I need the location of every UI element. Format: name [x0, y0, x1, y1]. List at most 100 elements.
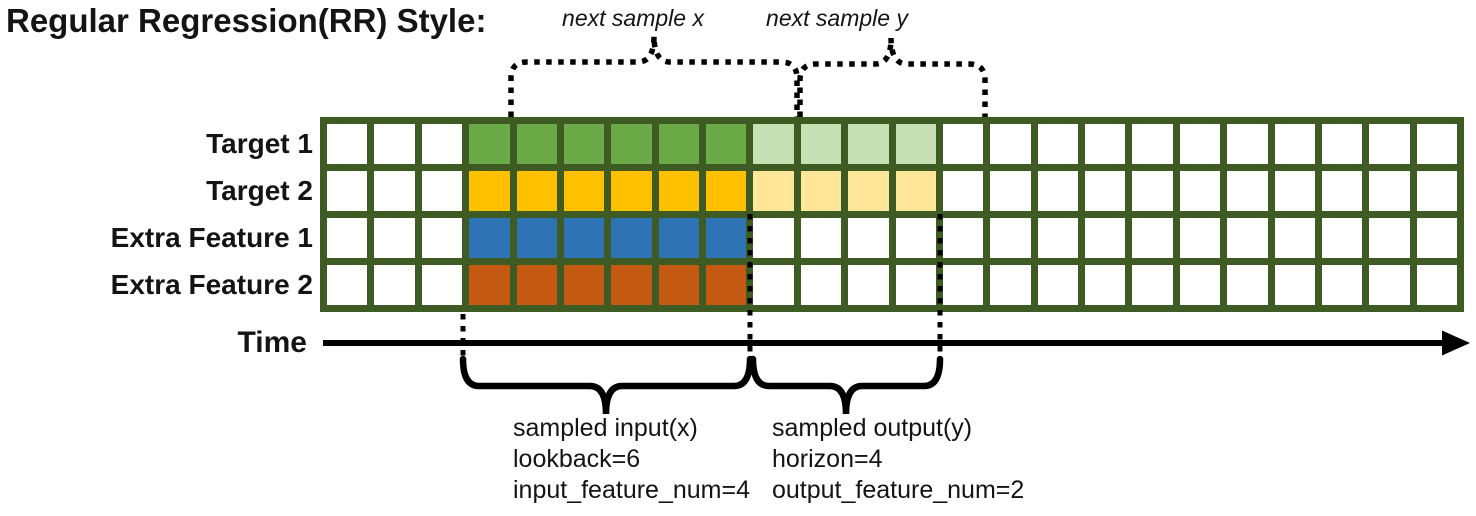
grid-cell — [942, 218, 984, 258]
grid-cell — [469, 171, 510, 211]
grid-cell — [1274, 218, 1315, 258]
grid-cell — [1085, 124, 1126, 164]
grid-cell — [1037, 265, 1078, 305]
grid-cell — [1179, 171, 1221, 211]
grid-cell — [1227, 218, 1268, 258]
grid-cell — [374, 218, 415, 258]
grid-cell — [990, 265, 1031, 305]
grid-cell — [658, 218, 699, 258]
grid-cell — [895, 171, 936, 211]
grid-cell — [1416, 265, 1457, 305]
grid-cell — [611, 124, 652, 164]
input-note: sampled input(x) lookback=6 input_featur… — [513, 413, 750, 506]
grid-cell — [706, 218, 747, 258]
grid-cell — [327, 265, 368, 305]
grid-cell — [516, 124, 557, 164]
grid-cell — [1274, 265, 1315, 305]
grid-cell — [1321, 124, 1363, 164]
grid-cell — [516, 218, 557, 258]
grid-cell — [990, 124, 1031, 164]
next-sample-y-brace-icon — [797, 37, 988, 117]
grid-cell — [469, 265, 510, 305]
grid-cell — [895, 218, 936, 258]
grid-cell — [516, 171, 557, 211]
grid-cell — [327, 218, 368, 258]
grid-cell — [942, 124, 984, 164]
sampled-output-brace-icon — [749, 355, 944, 415]
next-sample-y-label: next sample y — [766, 5, 908, 31]
time-axis-arrowhead-icon — [1442, 330, 1470, 356]
grid-cell — [1179, 265, 1221, 305]
grid-cell — [658, 124, 699, 164]
input-note-title: sampled input(x) — [513, 414, 698, 442]
grid-cell — [706, 124, 747, 164]
next-sample-x-brace-icon — [508, 35, 800, 117]
output-note: sampled output(y) horizon=4 output_featu… — [772, 413, 1024, 506]
grid-cell — [1227, 265, 1268, 305]
grid-cell — [563, 265, 605, 305]
grid-cell — [706, 265, 747, 305]
grid-cell — [516, 265, 557, 305]
grid-cell — [753, 124, 794, 164]
grid-cell — [658, 265, 699, 305]
grid-cell — [374, 171, 415, 211]
grid-cell — [1369, 218, 1410, 258]
grid-cell — [990, 171, 1031, 211]
grid-cell — [421, 218, 463, 258]
grid-cell — [1369, 124, 1410, 164]
grid-cell — [611, 171, 652, 211]
grid-cell — [611, 218, 652, 258]
grid-cell — [800, 218, 842, 258]
grid-cell — [1274, 124, 1315, 164]
time-axis-label: Time — [237, 326, 307, 359]
grid-cell — [800, 171, 842, 211]
grid-cell — [563, 218, 605, 258]
grid-cell — [942, 171, 984, 211]
grid-cell — [658, 171, 699, 211]
grid-cell — [942, 265, 984, 305]
grid-cell — [1416, 218, 1457, 258]
sampled-input-brace-icon — [459, 355, 754, 415]
row-label: Extra Feature 1 — [110, 222, 313, 253]
grid-cell — [421, 171, 463, 211]
next-sample-x-label: next sample x — [562, 5, 704, 31]
grid-cell — [421, 265, 463, 305]
grid-cell — [753, 171, 794, 211]
grid-cell — [706, 171, 747, 211]
grid-cell — [563, 171, 605, 211]
input-note-feature-num: input_feature_num=4 — [513, 476, 750, 504]
grid-cell — [1037, 124, 1078, 164]
grid-cell — [1085, 265, 1126, 305]
output-note-horizon: horizon=4 — [772, 445, 883, 473]
grid-cell — [848, 265, 889, 305]
grid-cell — [374, 124, 415, 164]
input-note-lookback: lookback=6 — [513, 445, 641, 473]
grid-cell — [327, 124, 368, 164]
grid-cell — [800, 124, 842, 164]
grid-cell — [1369, 265, 1410, 305]
grid-cell — [1179, 124, 1221, 164]
row-label: Extra Feature 2 — [110, 269, 313, 300]
grid-cell — [1321, 218, 1363, 258]
grid-cell — [1369, 171, 1410, 211]
grid-cell — [848, 218, 889, 258]
grid-cell — [611, 265, 652, 305]
row-label: Target 1 — [206, 128, 313, 159]
grid-cell — [1274, 171, 1315, 211]
grid-cell — [1321, 265, 1363, 305]
output-note-feature-num: output_feature_num=2 — [772, 476, 1025, 504]
grid-cell — [753, 218, 794, 258]
grid-cell — [895, 265, 936, 305]
output-note-title: sampled output(y) — [772, 414, 973, 442]
grid-cell — [1416, 171, 1457, 211]
grid-cell — [1132, 124, 1173, 164]
grid-cell — [895, 124, 936, 164]
page-title: Regular Regression(RR) Style: — [6, 2, 487, 39]
grid-cell — [1179, 218, 1221, 258]
grid-cell — [1321, 171, 1363, 211]
grid-cell — [1085, 171, 1126, 211]
grid-cell — [800, 265, 842, 305]
grid-cell — [469, 218, 510, 258]
grid-cell — [753, 265, 794, 305]
